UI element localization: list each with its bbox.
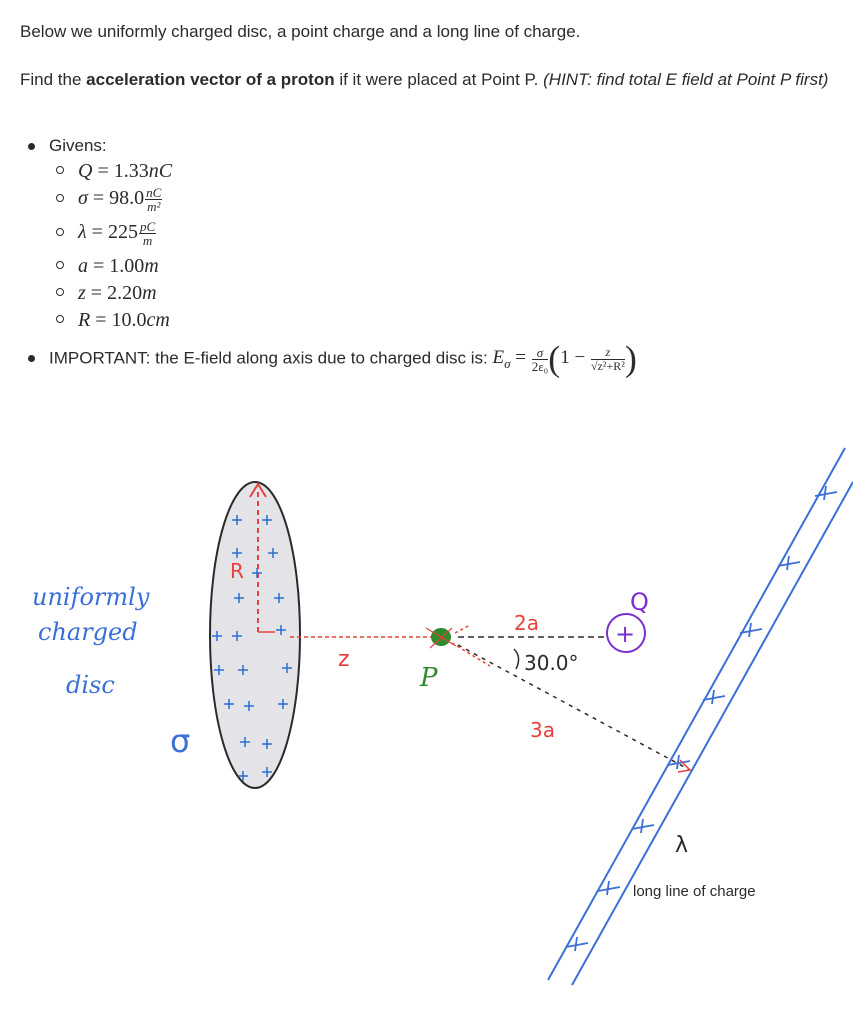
formula-lhs-sub: σ <box>504 356 511 372</box>
line-of-charge-left <box>547 447 846 981</box>
task-prefix: Find the <box>20 70 87 89</box>
given-unit: cm <box>146 309 170 331</box>
sub-bullet <box>56 261 64 270</box>
disc-caption-3: disc <box>66 671 115 699</box>
arrowhead-3a <box>677 759 692 773</box>
given-unit: m <box>142 282 157 304</box>
point-p-cross <box>425 627 457 649</box>
intro-text: Below we uniformly charged disc, a point… <box>20 22 581 41</box>
sub-bullet <box>56 227 64 236</box>
angle-label: 30.0° <box>524 651 579 675</box>
fraction-denominator: m <box>142 233 153 248</box>
charged-disc <box>209 481 301 789</box>
p-label: P <box>419 663 438 693</box>
important-bullet: IMPORTANT: the E-field along axis due to… <box>28 341 637 377</box>
q-plus: + <box>615 620 635 648</box>
fraction-numerator: nC <box>145 185 163 200</box>
important-text: IMPORTANT: the E-field along axis due to… <box>49 348 493 368</box>
given-q: Q = 1.33nC <box>56 160 172 183</box>
given-value: 225 <box>107 221 138 244</box>
given-value: 10.0 <box>111 309 147 331</box>
q-label: Q <box>630 588 649 616</box>
givens-bullet: Givens: <box>28 136 107 156</box>
fraction-denominator: √z²+R² <box>590 358 625 373</box>
given-eq: = <box>88 255 110 277</box>
red-dash-2 <box>454 624 471 634</box>
bullet-dot <box>28 143 35 151</box>
right-paren: ) <box>624 339 637 379</box>
task-hint: (HINT: find total E field at Point P fir… <box>543 70 829 89</box>
given-value: 1.00 <box>109 255 145 277</box>
formula-fraction-2: z√z²+R² <box>590 345 625 373</box>
disc-plus-marks <box>212 515 292 781</box>
given-r: R = 10.0cm <box>56 309 170 332</box>
given-symbol: λ <box>78 221 87 244</box>
fraction-numerator: σ <box>531 346 549 360</box>
line-plus-marks <box>565 485 838 952</box>
sigma-label: σ <box>170 722 190 760</box>
lambda-label: λ <box>675 833 688 858</box>
given-unit: nC <box>148 160 173 182</box>
given-symbol: Q <box>78 160 93 182</box>
line-of-charge-right <box>571 481 853 986</box>
given-eq: = <box>90 309 112 331</box>
point-charge-circle <box>606 613 646 653</box>
given-eq: = <box>87 187 110 210</box>
given-value: 1.33 <box>113 160 149 182</box>
given-symbol: z <box>78 282 86 304</box>
sub-bullet <box>56 288 64 297</box>
bullet-dot <box>28 355 35 363</box>
given-value: 2.20 <box>107 282 143 304</box>
disc-caption-1: uniformly <box>32 583 150 611</box>
fraction-numerator: pC <box>138 219 157 234</box>
given-symbol: σ <box>78 187 88 210</box>
line-caption: long line of charge <box>633 883 756 900</box>
two-a-label: 2a <box>514 611 539 635</box>
red-dash-1 <box>451 642 491 667</box>
given-eq: = <box>86 221 108 244</box>
fraction-denominator: m² <box>147 199 161 214</box>
given-symbol: R <box>78 309 91 331</box>
task-middle: if it were placed at Point P. <box>334 70 544 89</box>
z-label: z <box>338 647 350 672</box>
three-a-label: 3a <box>530 718 555 742</box>
given-unit: m <box>144 255 159 277</box>
task-bold: acceleration vector of a proton <box>86 70 335 89</box>
given-a: a = 1.00m <box>56 255 159 278</box>
formula-one-minus: 1 − <box>560 347 586 369</box>
fraction-numerator: z <box>590 345 625 360</box>
sub-bullet <box>56 193 64 202</box>
task-text: Find the acceleration vector of a proton… <box>20 66 835 93</box>
disc-caption-2: charged <box>38 618 138 646</box>
three-a-line <box>457 644 691 771</box>
angle-arc <box>513 648 520 670</box>
given-z: z = 2.20m <box>56 282 157 305</box>
givens-label: Givens: <box>49 136 107 155</box>
radius-arrowhead <box>249 482 267 498</box>
given-value: 98.0 <box>109 187 145 210</box>
given-symbol: a <box>78 255 88 277</box>
formula-eq: = <box>510 347 531 369</box>
sub-bullet <box>56 315 64 324</box>
r-label: R <box>230 559 244 583</box>
given-eq: = <box>85 282 108 304</box>
sub-bullet <box>56 166 64 175</box>
left-paren: ( <box>548 339 561 379</box>
fraction-denominator: 2ε₀ <box>531 358 549 374</box>
formula-lhs: E <box>492 347 505 369</box>
given-eq: = <box>92 160 114 182</box>
